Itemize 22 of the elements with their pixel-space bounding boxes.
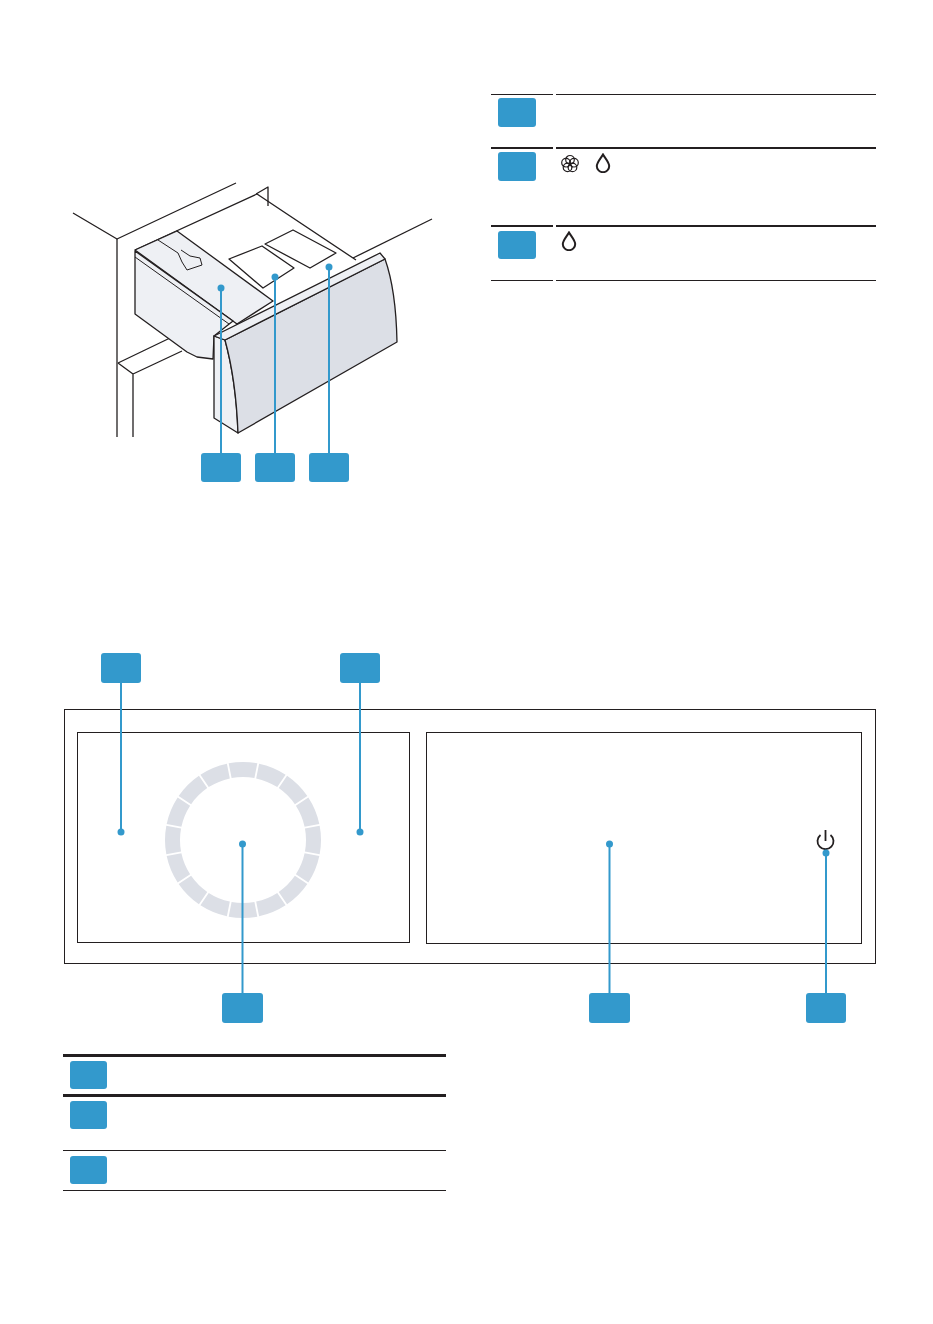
key-tile	[498, 152, 536, 181]
callout-tile	[340, 653, 380, 683]
leader-line	[117, 682, 125, 836]
leader-line	[356, 682, 364, 836]
callout-tile	[255, 453, 295, 482]
leader-line	[239, 840, 246, 994]
key-tile	[70, 1156, 107, 1184]
callout-tile	[222, 993, 263, 1023]
callout-tile	[309, 453, 349, 482]
key-tile	[498, 231, 536, 259]
callout-tile	[806, 993, 846, 1023]
callout-tile	[589, 993, 630, 1023]
leader-line	[217, 284, 225, 454]
key-tile	[70, 1101, 107, 1129]
leader-line	[271, 273, 279, 454]
key-tile	[70, 1061, 107, 1089]
leader-line	[822, 849, 830, 994]
key-tile	[498, 98, 536, 127]
callout-tile	[101, 653, 141, 683]
leader-line	[606, 840, 613, 994]
callout-tile	[201, 453, 241, 482]
leader-line	[325, 263, 333, 454]
